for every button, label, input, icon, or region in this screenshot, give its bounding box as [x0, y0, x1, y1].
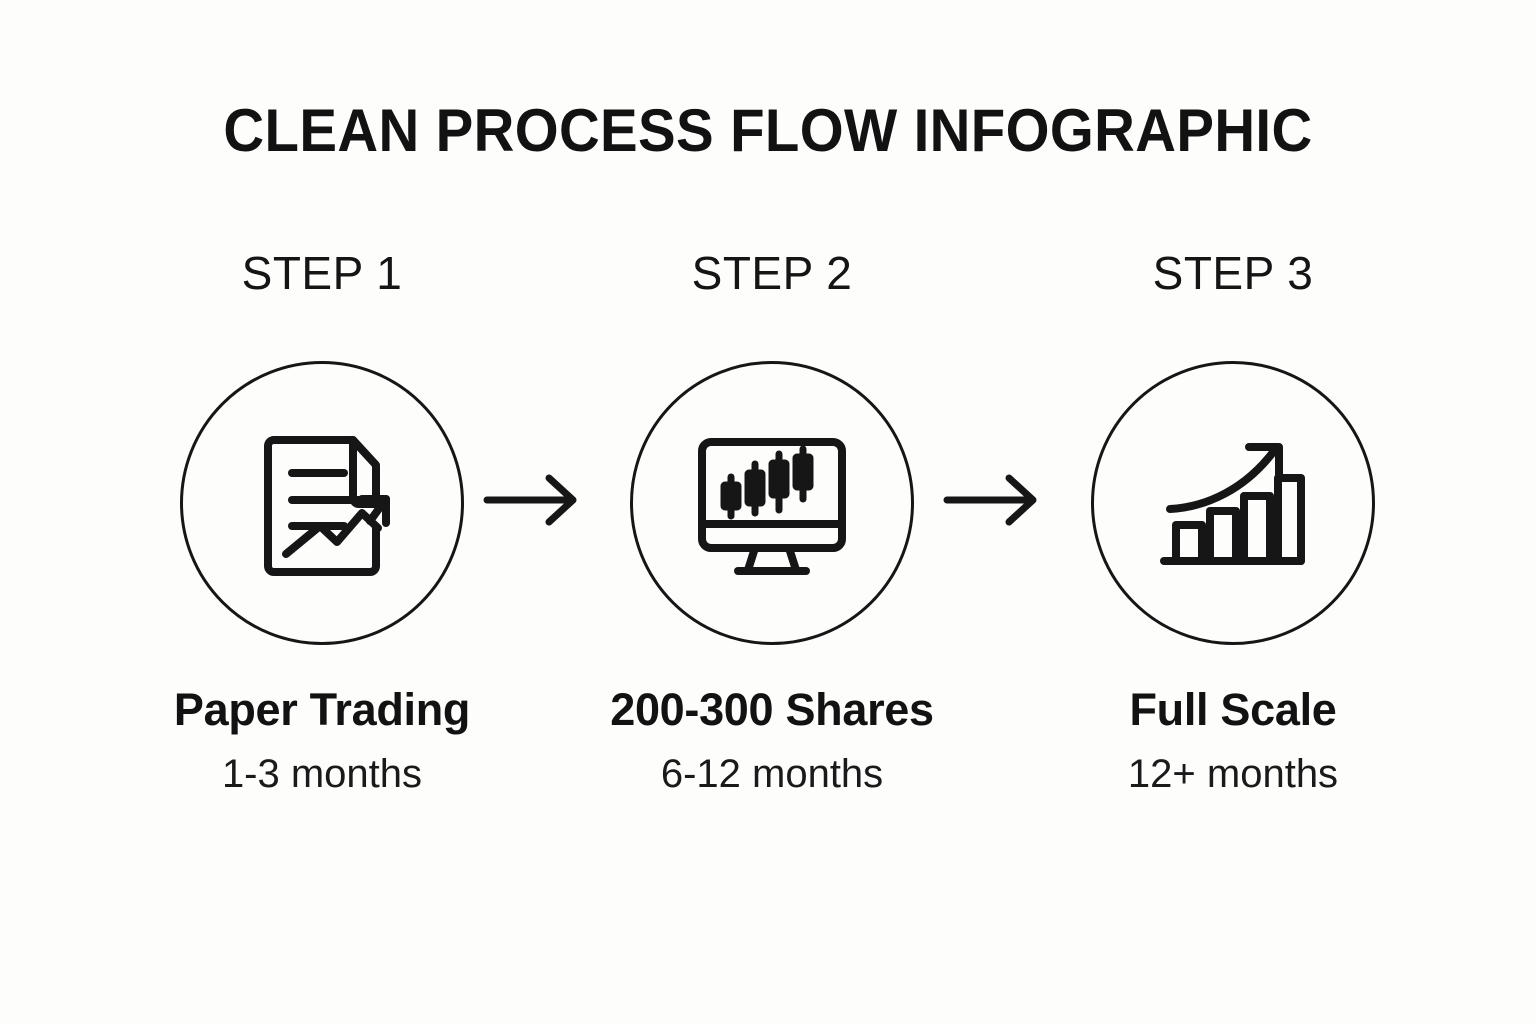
step-1-subtitle: 1-3 months — [221, 752, 423, 797]
connector-step1-to-step2 — [481, 470, 585, 530]
step-2-circle — [630, 361, 914, 645]
step-2-title: 200-300 Shares — [610, 684, 934, 735]
step-1-title: Paper Trading — [173, 684, 471, 735]
step-3-icon-wrap — [1063, 358, 1403, 648]
process-step-2: STEP 2 — [602, 250, 942, 870]
process-step-3: STEP 3 — [1063, 250, 1403, 870]
step-3-circle — [1091, 361, 1375, 645]
step-2-icon-wrap — [602, 358, 942, 648]
growth-bar-chart-icon — [1149, 421, 1317, 585]
arrow-right-icon — [941, 474, 1045, 534]
step-3-title: Full Scale — [1129, 684, 1337, 735]
step-2-kicker: STEP 2 — [691, 247, 853, 299]
step-3-kicker: STEP 3 — [1152, 247, 1314, 299]
page-title: CLEAN PROCESS FLOW INFOGRAPHIC — [223, 97, 1313, 164]
process-step-1: STEP 1 — [152, 250, 492, 870]
step-3-subtitle: 12+ months — [1127, 752, 1339, 797]
step-1-icon-wrap — [152, 358, 492, 648]
step-1-circle — [180, 361, 464, 645]
connector-step2-to-step3 — [941, 470, 1045, 530]
monitor-candlestick-icon — [685, 421, 859, 585]
step-2-subtitle: 6-12 months — [660, 752, 884, 797]
arrow-right-icon — [481, 474, 585, 534]
process-steps-row: STEP 1 — [0, 250, 1536, 870]
step-1-kicker: STEP 1 — [241, 247, 403, 299]
document-chart-icon — [240, 421, 404, 585]
